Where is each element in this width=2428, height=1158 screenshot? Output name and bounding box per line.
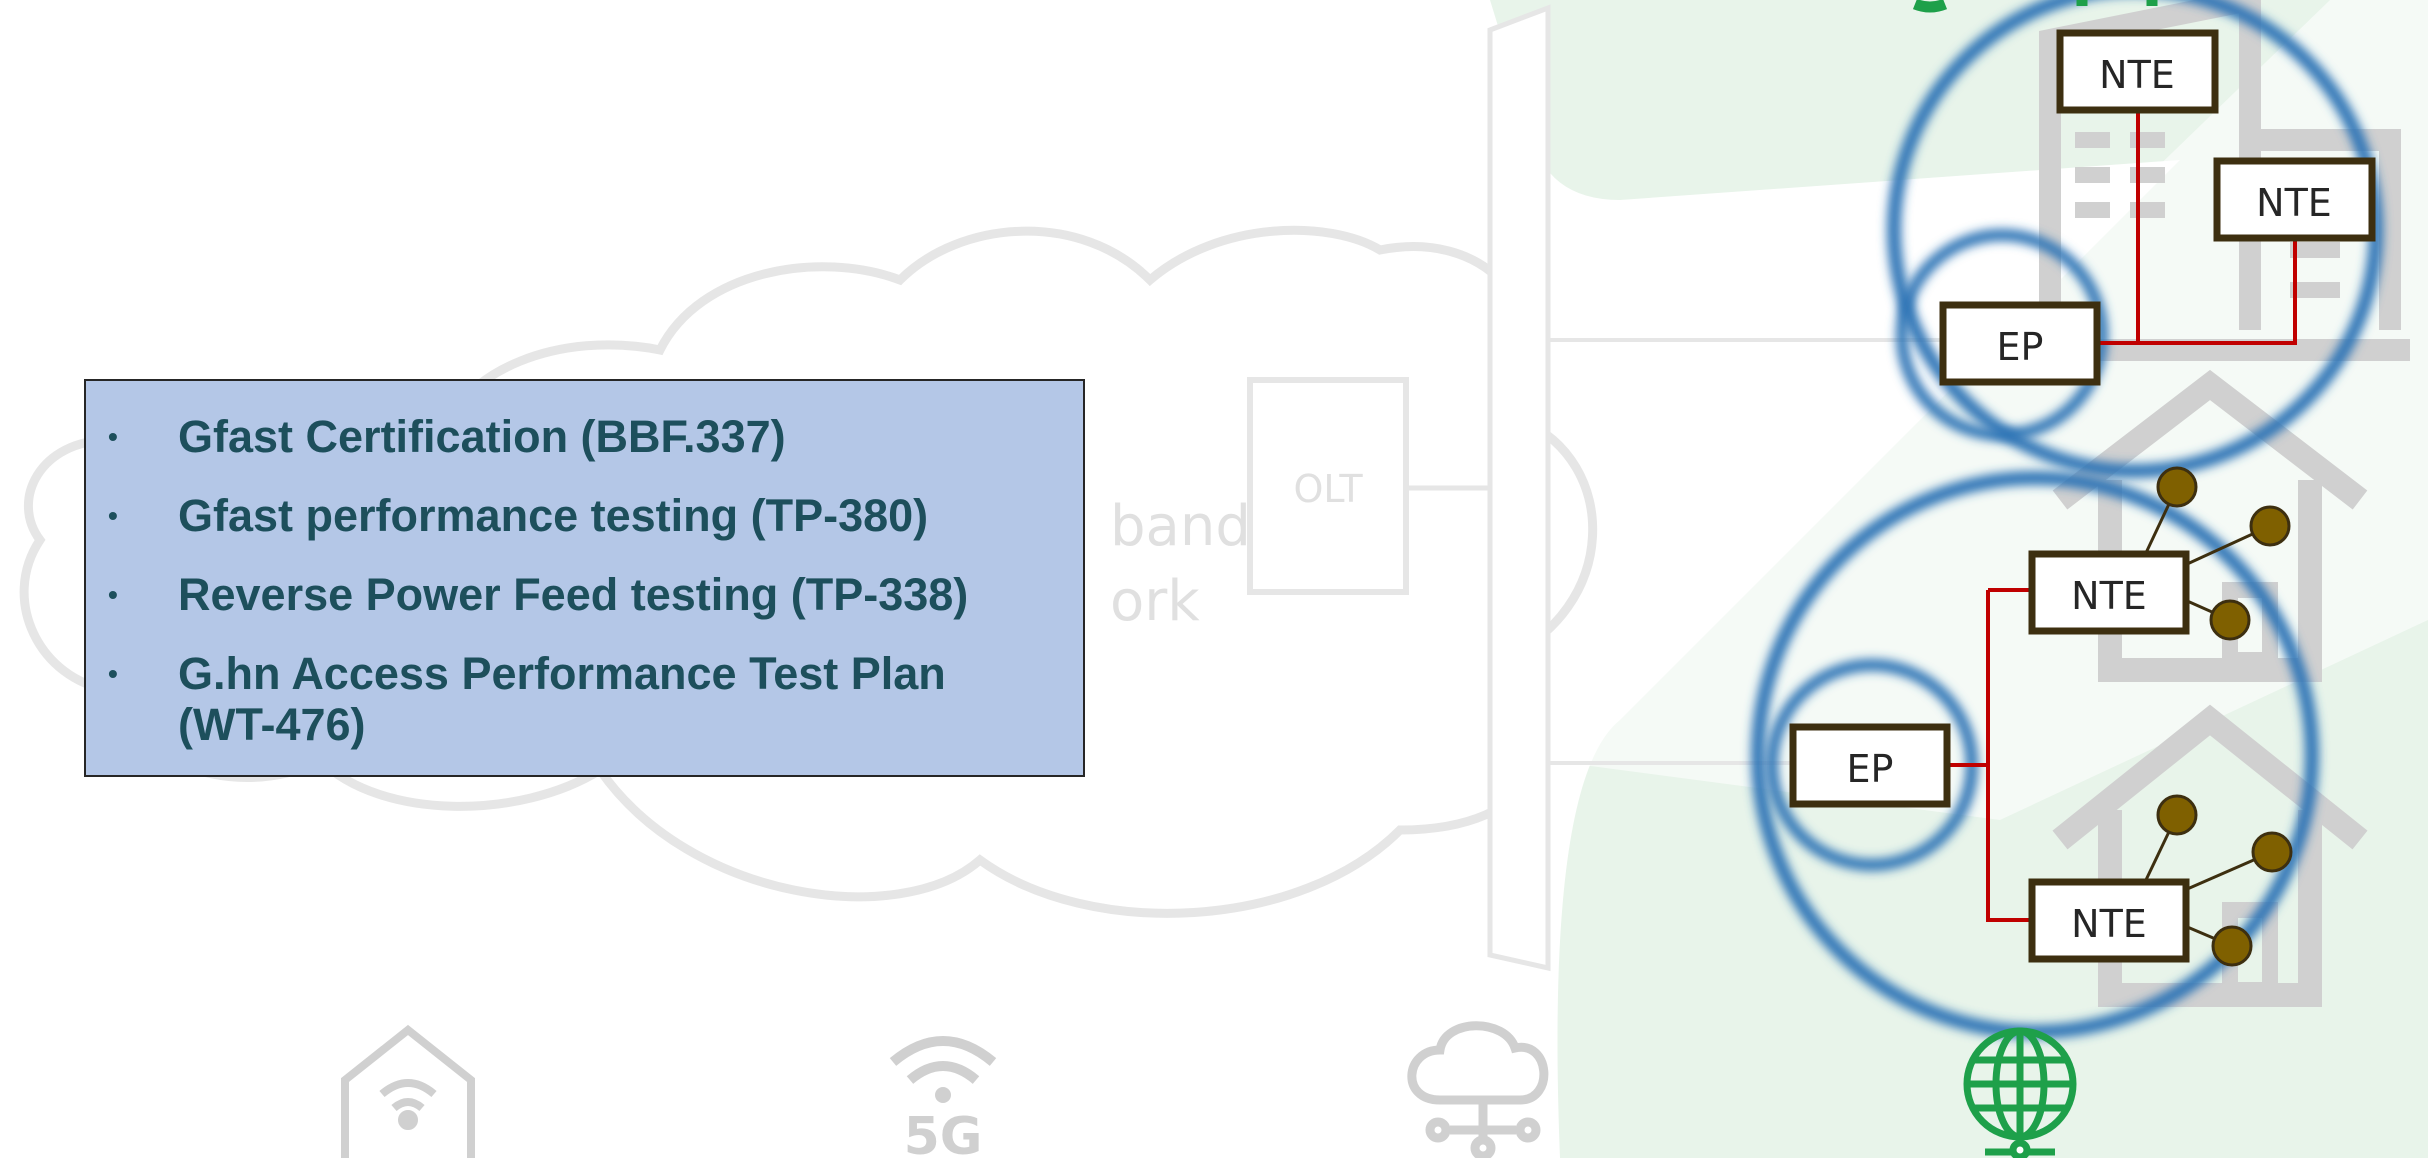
- svg-text:NTE: NTE: [2071, 902, 2147, 946]
- svg-text:5G: 5G: [904, 1107, 983, 1158]
- test-plan-list: • Gfast Certification (BBF.337) • Gfast pe…: [86, 411, 1083, 778]
- nte-node-4: NTE: [2028, 878, 2190, 963]
- list-item: • G.hn Access Performance Test Plan (WT-4…: [86, 648, 1083, 750]
- list-item-text: G.hn Access Performance Test Plan (WT-47…: [178, 648, 946, 750]
- list-item-text: Reverse Power Feed testing (TP-338): [178, 569, 969, 620]
- faded-olt-box: OLT: [1247, 377, 1490, 595]
- svg-text:EP: EP: [1847, 747, 1894, 791]
- olt-label: OLT: [1293, 467, 1363, 511]
- faded-network-text-1: band: [1110, 494, 1251, 559]
- svg-text:NTE: NTE: [2256, 181, 2332, 225]
- nte-node-1: NTE: [2056, 29, 2219, 114]
- wall-panel: [1487, 4, 1551, 972]
- bullet-dot: •: [108, 579, 118, 610]
- title-fragment: [1912, 0, 2158, 13]
- bullet-list-box: • Gfast Certification (BBF.337) • Gfast pe…: [84, 379, 1085, 777]
- nte-node-3: NTE: [2028, 550, 2190, 635]
- 5g-signal-icon: 5G: [889, 1036, 997, 1158]
- wifi-home-icon: [341, 1024, 475, 1158]
- svg-text:NTE: NTE: [2099, 53, 2175, 97]
- svg-text:NTE: NTE: [2071, 574, 2147, 618]
- bullet-dot: •: [108, 421, 118, 452]
- ep-node-1: EP: [1939, 301, 2101, 386]
- list-item: • Gfast Certification (BBF.337): [86, 411, 1083, 462]
- device-dots: [2143, 466, 2293, 967]
- list-item: • Gfast performance testing (TP-380): [86, 490, 1083, 541]
- list-item: • Reverse Power Feed testing (TP-338): [86, 569, 1083, 620]
- bullet-dot: •: [108, 500, 118, 531]
- highlight-circle-top: [1887, 0, 2383, 478]
- ep-node-2: EP: [1789, 723, 1951, 808]
- highlight-circle-ep-top: [1896, 229, 2108, 441]
- connection-lines: [1950, 110, 2297, 922]
- faded-network-text-2: ork: [1110, 569, 1200, 634]
- svg-text:EP: EP: [1997, 325, 2044, 369]
- globe-network-icon: [1963, 1027, 2077, 1158]
- list-item-text: Gfast Certification (BBF.337): [178, 411, 786, 462]
- list-item-text: Gfast performance testing (TP-380): [178, 490, 929, 541]
- green-panel: [1490, 0, 2428, 1158]
- cloud-network-icon: [1407, 1021, 1549, 1158]
- nte-node-2: NTE: [2213, 157, 2376, 242]
- bullet-dot: •: [108, 658, 118, 689]
